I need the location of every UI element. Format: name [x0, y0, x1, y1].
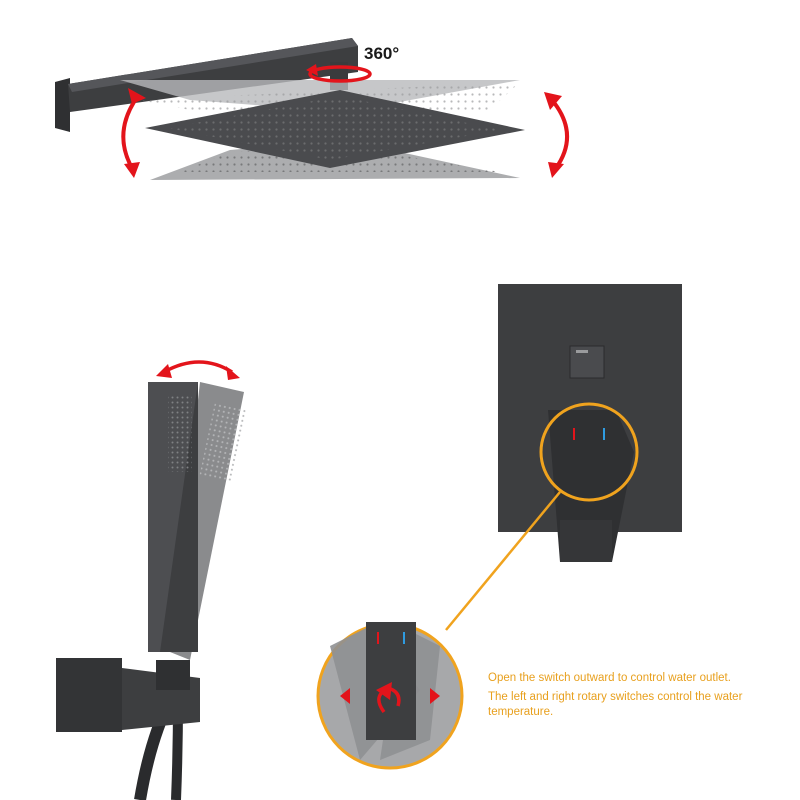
- caption-switch-outward: Open the switch outward to control water…: [488, 672, 731, 684]
- zoom-detail: [316, 622, 464, 770]
- hand-shower-assembly: [56, 360, 249, 800]
- wall-flange: [55, 78, 70, 132]
- rotate-360-arrow-icon: [306, 64, 372, 83]
- caption-rotary-temperature: The left and right rotary switches contr…: [488, 691, 743, 718]
- left-arrow-icon: [340, 688, 350, 704]
- wall-bracket: [56, 658, 122, 732]
- tilt-arrow-icon: [121, 88, 146, 178]
- swivel-arrow-icon: [156, 360, 240, 380]
- highlight-circle: [539, 402, 639, 502]
- rain-shower-assembly: [55, 38, 570, 180]
- mixer-valve-assembly: [316, 284, 682, 770]
- rotation-label: 360°: [364, 44, 400, 63]
- rotate-switch-arrow-icon: [376, 682, 401, 714]
- right-arrow-icon: [430, 688, 440, 704]
- valve-lever-zoomed: [366, 622, 416, 740]
- handheld-holder: [156, 660, 190, 690]
- tilt-arrow-icon: [544, 92, 570, 178]
- callout-line: [445, 491, 561, 631]
